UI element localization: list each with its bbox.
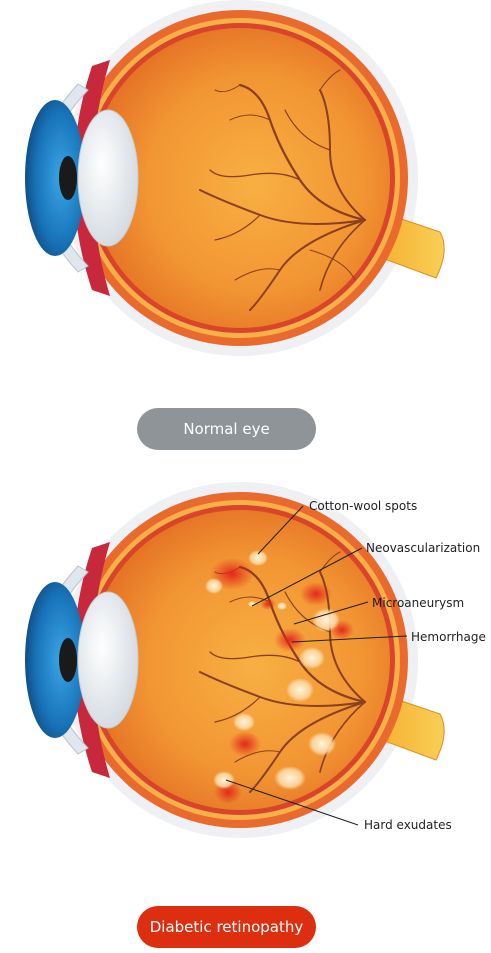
label-hard-exudates: Hard exudates — [364, 818, 452, 832]
iris — [25, 582, 85, 738]
label-hemorrhage: Hemorrhage — [411, 630, 486, 644]
lens — [77, 109, 139, 247]
blood-vessels — [199, 551, 367, 793]
lens — [77, 591, 139, 729]
label-microaneurysm: Microaneurysm — [372, 596, 464, 610]
normal-eye-label: Normal eye — [137, 408, 316, 450]
label-neovascularization: Neovascularization — [366, 541, 480, 555]
normal-eye-illustration — [25, 0, 445, 356]
leader-lines — [225, 505, 408, 826]
diabetic-retinopathy-label: Diabetic retinopathy — [137, 906, 316, 948]
iris — [25, 100, 85, 256]
retina — [90, 28, 390, 328]
leader-neo — [251, 547, 363, 607]
leader-hem — [291, 635, 408, 643]
hemorrhages — [210, 558, 354, 804]
diabetic-eye-illustration: Cotton-wool spots Neovascularization Mic… — [25, 482, 486, 838]
leader-hard — [225, 779, 359, 826]
leader-cotton — [257, 505, 304, 555]
label-cotton-wool-spots: Cotton-wool spots — [309, 499, 417, 513]
leader-micro — [293, 601, 369, 625]
blood-vessels — [199, 69, 367, 311]
exudates — [205, 550, 340, 790]
